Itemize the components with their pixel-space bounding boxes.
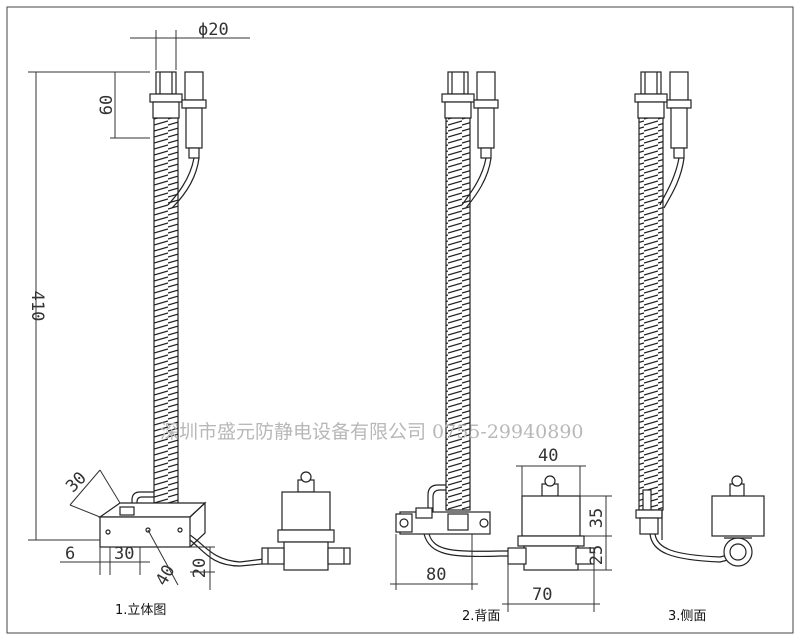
sheet-border: [6, 6, 794, 634]
dim-base-left: 6: [65, 544, 75, 564]
dim-offset-drop: 20: [190, 558, 210, 578]
base-bracket-2: [399, 511, 491, 535]
sensor-rod-1: [184, 71, 204, 101]
view-1-dimensions: [28, 30, 250, 590]
dim-diameter: ϕ20: [198, 20, 229, 40]
caption-view-3: 3.侧面: [668, 609, 706, 624]
caption-view-1: 1.立体图: [115, 603, 166, 618]
dim-total-height: 410: [27, 291, 47, 322]
dim-valve-lower: 25: [587, 545, 607, 565]
solenoid-valve-3: [711, 475, 765, 567]
view-3-side: [634, 71, 765, 567]
sensor-rod-2: [476, 71, 496, 101]
solenoid-valve-1: [261, 471, 351, 571]
dim-back-width: 80: [426, 565, 446, 585]
dim-valve-width: 70: [532, 585, 552, 605]
flex-hose-3: [638, 117, 664, 511]
dim-angle: 40: [152, 562, 180, 590]
caption-view-2: 2.背面: [462, 609, 500, 624]
view-1-isometric: [98, 71, 351, 571]
flex-hose-1: [153, 117, 179, 511]
dim-slant: 30: [62, 468, 91, 497]
flex-hose-2: [445, 117, 471, 511]
company-watermark: 深圳市盛元防静电设备有限公司 0755-29940890: [160, 421, 584, 443]
dim-top-height: 60: [97, 95, 117, 115]
view-2-back: [395, 71, 595, 571]
solenoid-valve-2: [507, 475, 595, 571]
dim-base-mid: 30: [114, 544, 134, 564]
view-2-dimensions: [390, 465, 612, 612]
dim-valve-top: 40: [538, 446, 558, 466]
sensor-rod-3: [669, 71, 689, 101]
dim-valve-upper: 35: [587, 508, 607, 528]
base-bracket-1: [98, 502, 207, 518]
base-bracket-3: [635, 509, 663, 519]
